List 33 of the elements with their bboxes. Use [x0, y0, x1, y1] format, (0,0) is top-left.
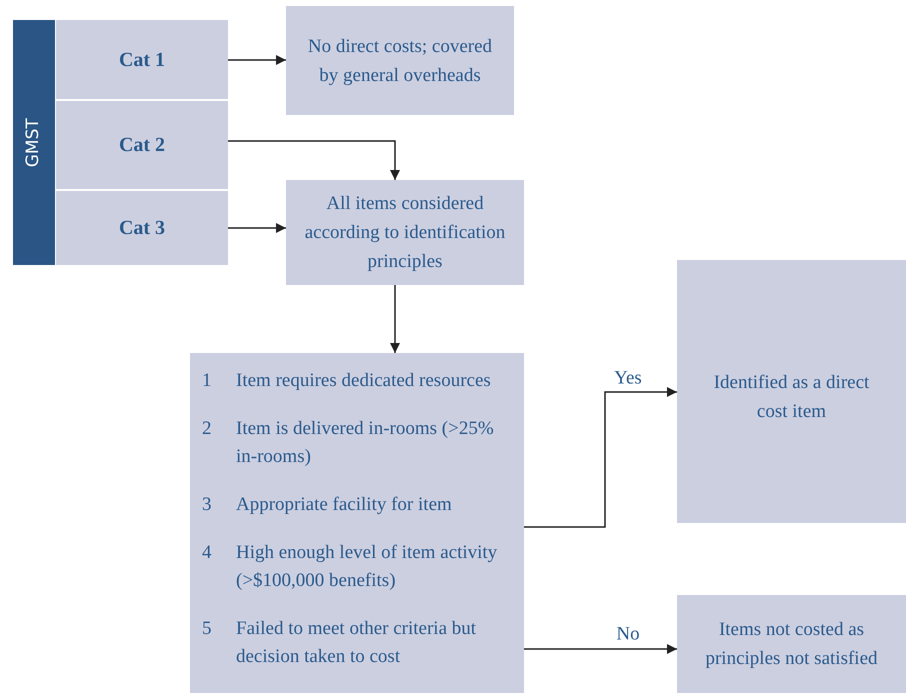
criterion-text: Failed to meet other criteria but decision taken to cost: [236, 617, 478, 669]
criterion-text: Item is delivered in-rooms (>25% in-rooms): [236, 417, 495, 469]
box-text: All items considered according to identification principles: [304, 192, 506, 274]
category-band: [13, 20, 55, 265]
criterion-text: Item requires dedicated resources: [236, 369, 492, 393]
arrow: [524, 644, 677, 654]
list-number: 4: [202, 541, 212, 565]
arrow: [228, 223, 286, 233]
list-number: 3: [202, 493, 212, 517]
criteria-box: [190, 353, 524, 693]
arrow: [390, 285, 400, 353]
category-box: [56, 20, 228, 99]
process-box: [677, 595, 906, 693]
category-label: Cat 1: [118, 48, 166, 72]
process-box: [286, 180, 524, 285]
criterion-text: High enough level of item activity (>$100,000 benefits): [236, 541, 498, 593]
arrow: [228, 140, 400, 180]
process-box: [677, 260, 906, 523]
arrow: [228, 55, 286, 65]
category-box: [56, 101, 228, 189]
vertical-label: GMST: [22, 118, 44, 168]
category-label: Cat 3: [118, 216, 166, 241]
box-text: No direct costs; covered by general overheads: [306, 34, 494, 88]
box-text: Identified as a direct cost item: [712, 371, 870, 424]
list-number: 2: [202, 417, 212, 441]
box-text: Items not costed as principles not satisfied: [704, 618, 879, 671]
category-box: [56, 191, 228, 265]
category-label: Cat 2: [118, 133, 166, 158]
arrow: [524, 387, 677, 528]
process-box: [286, 6, 514, 115]
list-number: 5: [202, 617, 212, 641]
criterion-text: Appropriate facility for item: [236, 493, 453, 517]
list-number: 1: [202, 369, 212, 393]
